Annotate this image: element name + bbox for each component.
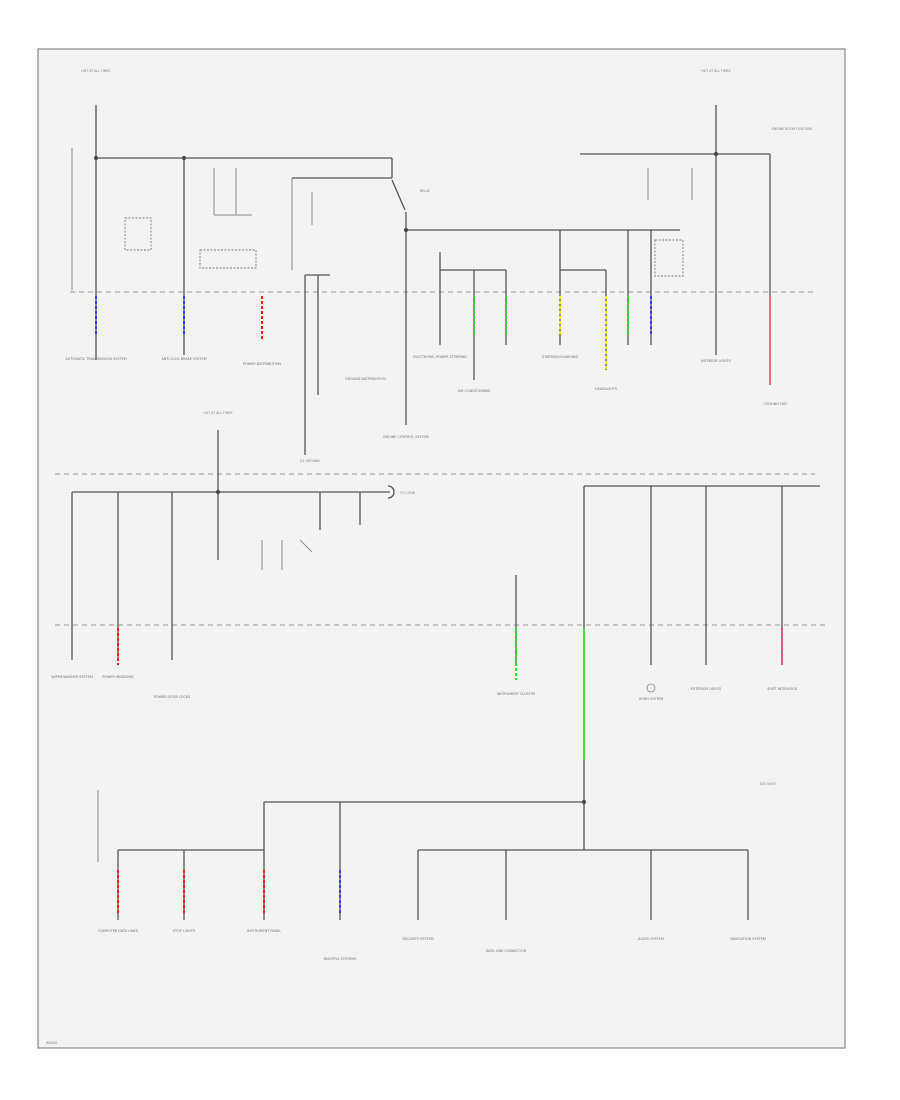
switch-contact xyxy=(391,179,406,211)
destination-label: HORN SYSTEM xyxy=(639,697,664,701)
junction-dot xyxy=(714,152,718,156)
destination-label: INTERIOR LIGHTS xyxy=(701,359,731,363)
destination-label: INSTRUMENT CLUSTER xyxy=(497,692,536,696)
destination-label: STOP LIGHTS xyxy=(173,929,195,933)
destination-label: WIPER/WASHER SYSTEM xyxy=(51,675,92,679)
destination-label: SECURITY SYSTEM xyxy=(402,937,433,941)
mid-conn-label: TO CONN xyxy=(399,491,416,495)
destination-label: HEADLIGHTS xyxy=(595,387,617,391)
destination-label: COOLING FAN xyxy=(763,402,787,406)
junction-dot xyxy=(404,228,408,232)
destination-label: EXTERIOR LIGHTS xyxy=(691,687,721,691)
destination-label: AIR CONDITIONING xyxy=(458,389,491,393)
component-box xyxy=(199,249,257,269)
destination-label: ELECTRONIC POWER STEERING xyxy=(413,355,467,359)
ground-label: G1 GROUND xyxy=(300,459,320,463)
connector-symbol xyxy=(387,485,395,499)
destination-label: ENGINE CONTROL SYSTEM xyxy=(383,435,428,439)
relay-label: RELAY xyxy=(420,189,430,193)
destination-label: POWER DOOR LOCKS xyxy=(154,695,190,699)
destination-label: DATA LINK CONNECTOR xyxy=(486,949,527,953)
ground-symbol xyxy=(646,683,656,693)
junction-dot xyxy=(182,156,186,160)
destination-label: GROUND DISTRIBUTION xyxy=(345,377,386,381)
diagram-frame xyxy=(37,48,846,1049)
component-box xyxy=(124,217,152,251)
destination-label: MULTIPLE SYSTEMS xyxy=(324,957,357,961)
destination-label: POWER WINDOWS xyxy=(102,675,133,679)
destination-label: ANTI-LOCK BRAKE SYSTEM xyxy=(161,357,206,361)
destination-label: POWER DISTRIBUTION xyxy=(243,362,281,366)
destination-label: SHIFT INTERLOCK xyxy=(767,687,798,691)
source-label-top-right: HOT AT ALL TIMES xyxy=(701,69,730,73)
destination-label: STARTING/CHARGING xyxy=(542,355,579,359)
note-right: SEE NOTE xyxy=(760,782,776,786)
junction-dot xyxy=(216,490,220,494)
destination-label: NAVIGATION SYSTEM xyxy=(730,937,766,941)
top-right-note: ENGINE ROOM FUSE BOX xyxy=(772,127,813,131)
destination-label: AUDIO SYSTEM xyxy=(638,937,664,941)
component-leg xyxy=(299,539,313,553)
source-label-mid: HOT AT ALL TIMES xyxy=(203,411,232,415)
destination-label: INSTRUMENT PANEL xyxy=(247,929,281,933)
relay-box xyxy=(654,239,684,277)
destination-label: COMPUTER DATA LINES xyxy=(98,929,138,933)
diagram-code: W0000 xyxy=(46,1041,57,1045)
source-label-top-left: HOT AT ALL TIMES xyxy=(81,69,110,73)
destination-label: AUTOMATIC TRANSMISSION SYSTEM xyxy=(65,357,126,361)
junction-dot xyxy=(94,156,98,160)
